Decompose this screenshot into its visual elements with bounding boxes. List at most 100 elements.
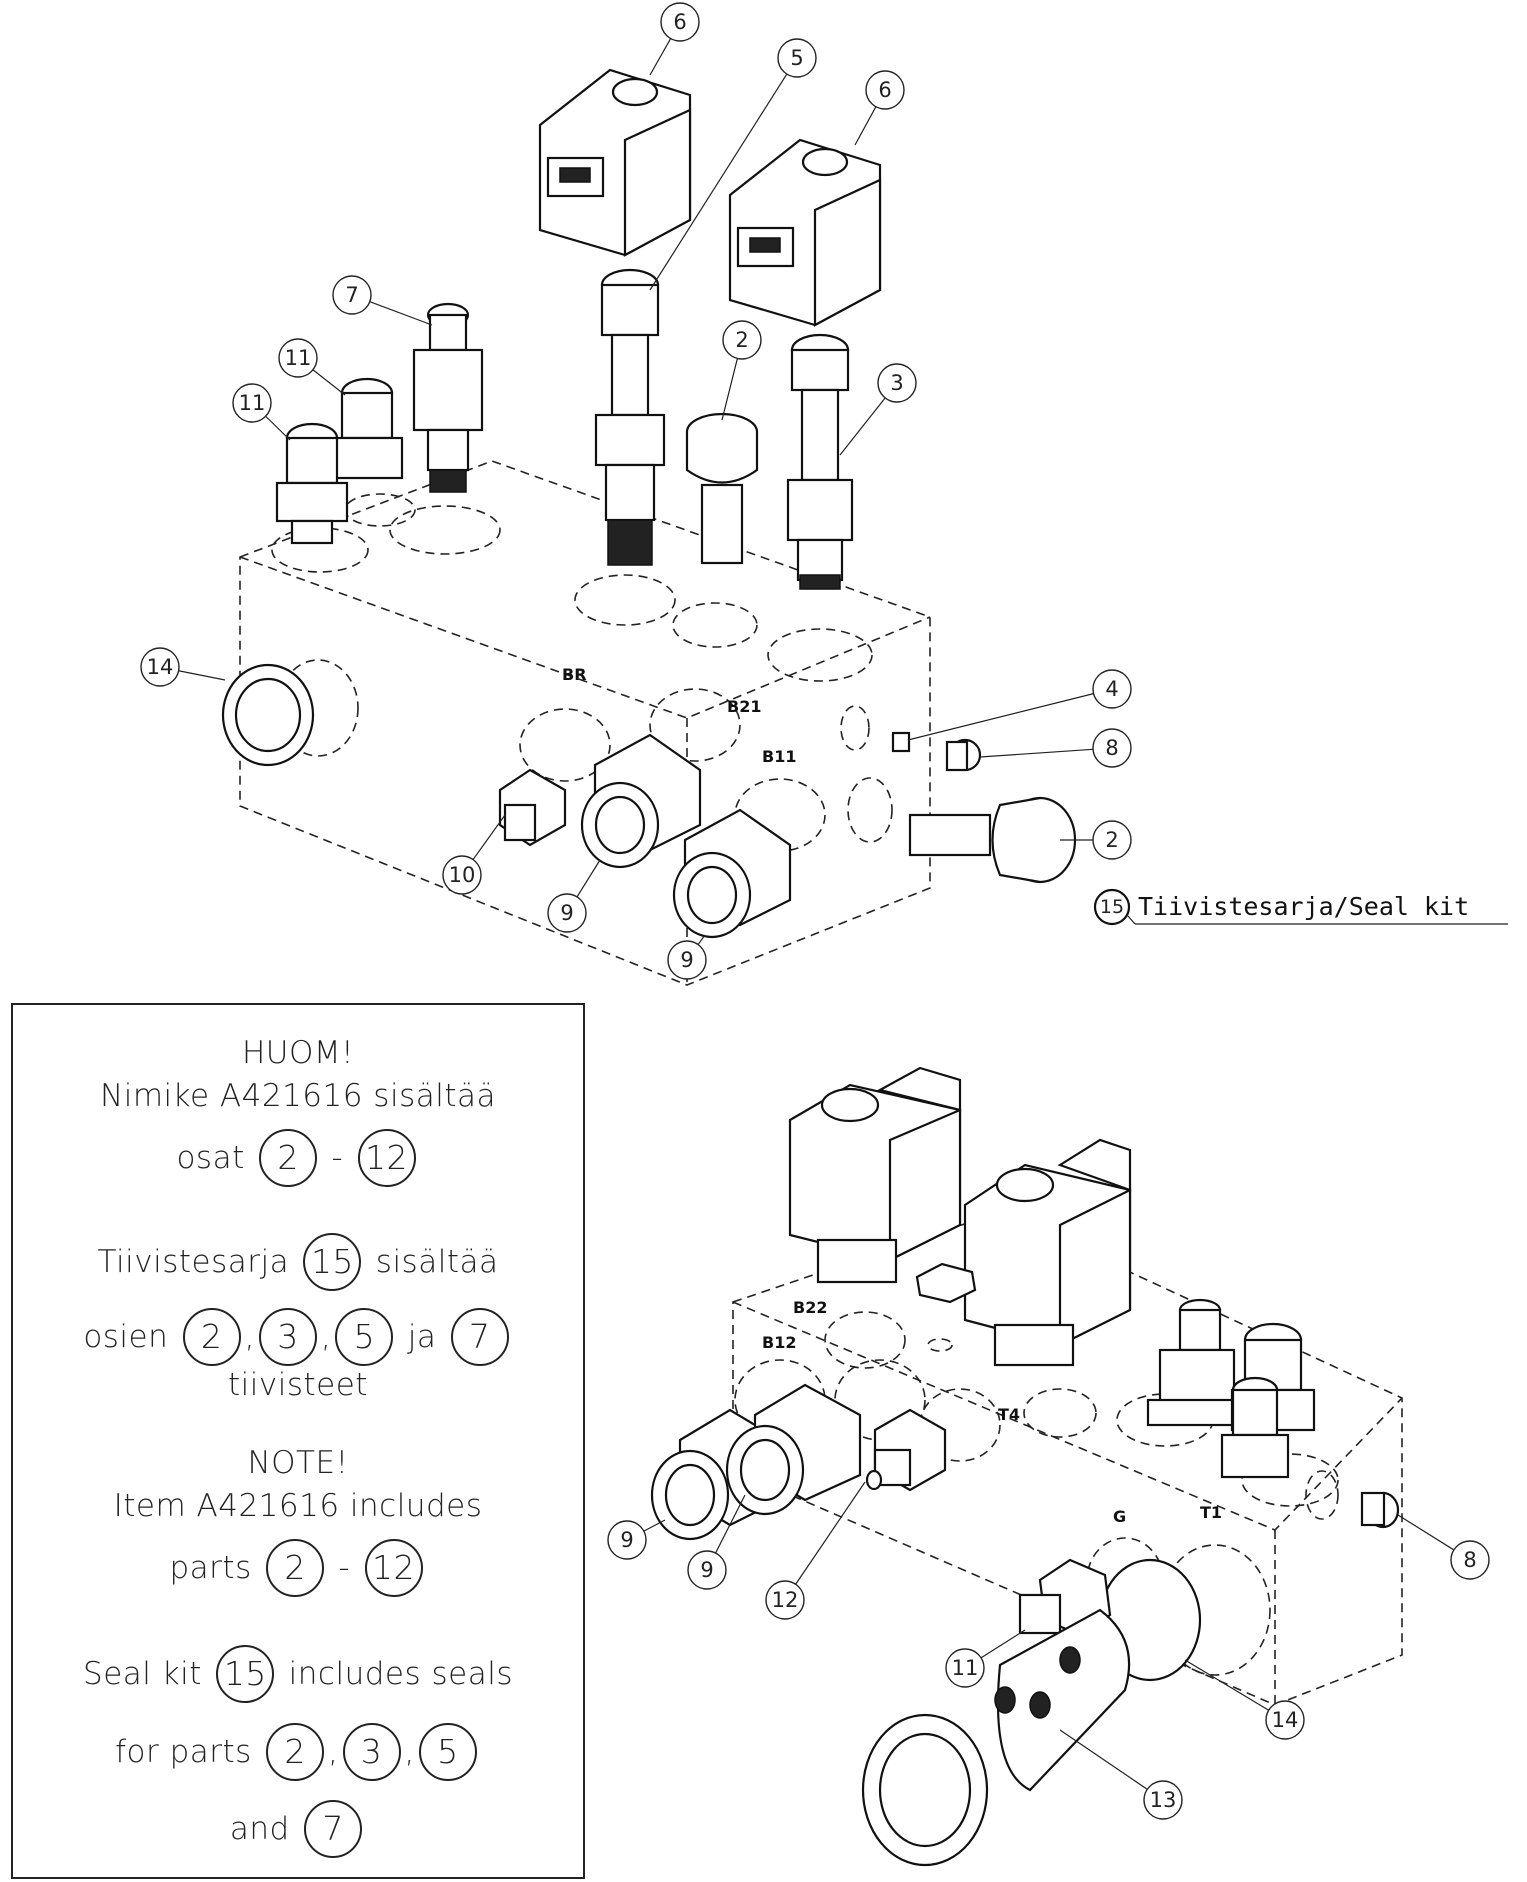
fitting-11-upper	[330, 377, 404, 480]
callout-number-c5: 5	[790, 46, 803, 70]
callout-number-c11a: 11	[285, 346, 312, 370]
fitting-11-lower	[275, 422, 349, 545]
callout-c2b: 2	[1060, 820, 1132, 860]
callout-number-c9c: 9	[620, 1528, 633, 1552]
callout-number-c10: 10	[449, 863, 476, 887]
leader-line-c8b	[1397, 1514, 1455, 1551]
note-box: HUOM! Nimike A421616 sisältää osat 2 - 1…	[11, 1003, 585, 1879]
note-en-seal-circle: 15	[216, 1645, 275, 1703]
note-fi-tiivisteet: tiivisteet	[228, 1367, 368, 1403]
plug-2-top	[685, 412, 759, 565]
relief-valve-bottom	[1146, 1298, 1248, 1427]
leader-line-c2a	[721, 358, 738, 421]
leader-line-c4	[907, 693, 1094, 741]
callout-number-c2a: 2	[735, 328, 748, 352]
note-en-parts-list: for parts 2,3,5	[13, 1723, 583, 1781]
note-en-for-parts: for parts	[115, 1734, 252, 1770]
callout-c2a: 2	[721, 320, 762, 421]
callout-circle-c12	[765, 1580, 805, 1620]
solenoid-coil-bottom-left	[788, 1066, 962, 1284]
callout-circle-c14a	[140, 647, 180, 687]
note-en-and: and	[229, 1811, 290, 1847]
note-fi-parts-list: osien 2,3,5 ja 7	[13, 1308, 583, 1366]
callout-c9b: 9	[667, 934, 707, 980]
callout-circle-c13	[1143, 1780, 1183, 1820]
callout-c7: 7	[332, 275, 433, 326]
leader-line-c6a	[649, 38, 672, 76]
note-fi-part-circle-2: 3	[258, 1308, 317, 1366]
leader-line-c13	[1059, 1729, 1148, 1790]
callout-number-c6a: 6	[673, 10, 686, 34]
note-fi-seal-circle: 15	[303, 1233, 362, 1291]
callout-circle-c3	[877, 363, 917, 403]
solenoid-coil-right	[728, 138, 882, 327]
fitting-12	[865, 1408, 947, 1492]
note-fi-seal-post: sisältää	[375, 1244, 499, 1280]
callout-circle-c9a	[547, 893, 587, 933]
callout-c11a: 11	[278, 338, 346, 396]
note-fi-part-circle-4: 7	[450, 1308, 509, 1366]
callout-c11c: 11	[945, 1629, 1026, 1688]
callout-c9c: 9	[607, 1519, 666, 1560]
top-assembly: BR B21 B11 15 Tiivistesarja/Seal kit	[221, 68, 1508, 986]
callout-circle-c7	[332, 275, 372, 315]
callout-number-c6b: 6	[878, 78, 891, 102]
callout-c6a: 6	[649, 2, 700, 76]
filter-13	[861, 1608, 1131, 1867]
port-label-g: G	[1113, 1507, 1126, 1526]
callout-c6b: 6	[854, 70, 905, 146]
callout-number-c2b: 2	[1105, 828, 1118, 852]
port-label-b21: B21	[727, 697, 761, 716]
note-en-part-circle-2: 3	[342, 1723, 401, 1781]
note-en-parts: parts	[169, 1550, 252, 1586]
callout-circle-c9b	[667, 940, 707, 980]
note-en-from-circle: 2	[266, 1539, 325, 1597]
port-label-b12: B12	[762, 1333, 796, 1352]
callout-circle-c9d	[687, 1550, 727, 1590]
note-en-part-circle-3: 5	[418, 1723, 477, 1781]
leader-line-c11c	[980, 1629, 1026, 1659]
callout-circle-c2a	[722, 320, 762, 360]
callout-c14a: 14	[140, 647, 226, 687]
note-fi-dash: -	[331, 1140, 344, 1176]
note-en-comma-2: ,	[404, 1734, 415, 1770]
leader-line-c9c	[643, 1519, 666, 1532]
seal-kit-number: 15	[1100, 896, 1124, 918]
fitting-bottom-b	[1220, 1376, 1290, 1479]
note-en-comma-1: ,	[328, 1734, 339, 1770]
callout-number-c13: 13	[1150, 1788, 1177, 1812]
callout-c8b: 8	[1397, 1514, 1490, 1580]
note-en-parts-range: parts 2 - 12	[13, 1539, 583, 1597]
fitting-9-lower	[672, 808, 792, 939]
note-fi-parts-range: osat 2 - 12	[13, 1129, 583, 1187]
note-fi-to-circle: 12	[357, 1129, 416, 1187]
note-fi-line1: Nimike A421616 sisältää	[100, 1078, 496, 1114]
note-en-seal-pre: Seal kit	[83, 1656, 202, 1692]
leader-line-c14a	[178, 670, 226, 681]
plug-8-top	[945, 738, 982, 772]
leader-line-c11b	[265, 415, 291, 441]
solenoid-coil-bottom-right	[963, 1138, 1132, 1367]
leader-line-c5	[649, 73, 788, 291]
note-fi-from-circle: 2	[259, 1129, 318, 1187]
port-label-t1: T1	[1200, 1503, 1222, 1522]
note-fi-ja: ja	[407, 1319, 437, 1355]
callout-c3: 3	[839, 363, 917, 456]
fitting-10	[498, 768, 567, 847]
port-label-b22: B22	[793, 1298, 827, 1317]
callout-number-c11c: 11	[952, 1656, 979, 1680]
note-en-to-circle: 12	[364, 1539, 423, 1597]
note-en-and-line: and 7	[13, 1800, 583, 1858]
callout-c12: 12	[765, 1481, 866, 1620]
leader-line-c9a	[576, 859, 601, 898]
fitting-9-upper	[580, 733, 702, 869]
note-fi-comma-1: ,	[244, 1319, 255, 1355]
callout-c9a: 9	[547, 859, 601, 933]
valve-cartridge-5	[594, 268, 666, 566]
callout-circle-c10	[442, 855, 482, 895]
callout-circle-c9c	[607, 1520, 647, 1560]
note-fi-seal-pre: Tiivistesarja	[97, 1244, 290, 1280]
callout-circle-c8a	[1092, 728, 1132, 768]
callout-number-c3: 3	[890, 371, 903, 395]
